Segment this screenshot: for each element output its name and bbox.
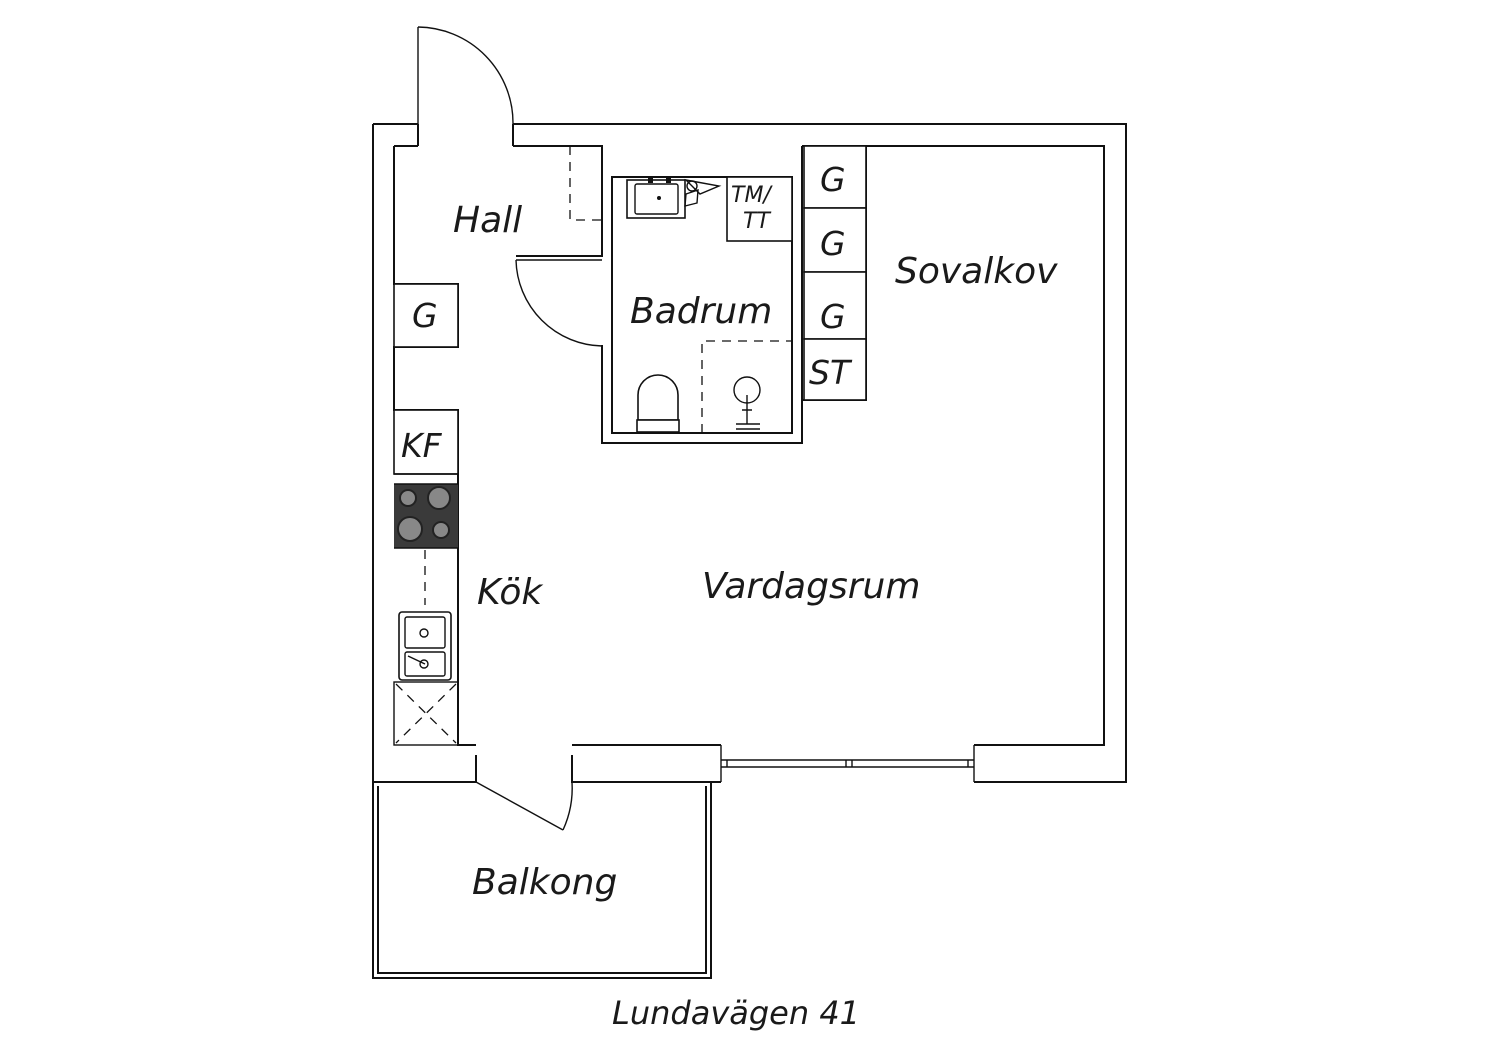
- kitchen-sink: [398, 611, 452, 681]
- wardrobes: [803, 145, 867, 401]
- balcony-door: [475, 781, 573, 831]
- bathroom: [515, 176, 793, 434]
- label-tm: TM/: [731, 183, 773, 208]
- label-wardrobe-3: G: [820, 297, 846, 336]
- label-hall-wardrobe: G: [412, 296, 438, 335]
- room-label-sovalkov: Sovalkov: [895, 251, 1058, 292]
- balcony: [372, 782, 712, 979]
- fridge-freezer: [393, 409, 459, 475]
- room-label-hall: Hall: [453, 200, 522, 241]
- entrance-door: [417, 26, 514, 125]
- window: [720, 745, 975, 782]
- hall-closet-outline: [569, 146, 602, 221]
- room-label-vardagsrum: Vardagsrum: [702, 566, 920, 607]
- hall-wardrobe: [393, 283, 459, 348]
- label-tt: TT: [743, 209, 771, 234]
- label-fridge-freezer: KF: [401, 426, 443, 465]
- label-storage: ST: [809, 353, 853, 392]
- room-label-badrum: Badrum: [630, 291, 772, 332]
- room-label-kok: Kök: [477, 572, 544, 613]
- shower-area: [701, 340, 792, 433]
- washer-dryer-box: [726, 176, 793, 242]
- address-caption: Lundavägen 41: [612, 994, 860, 1032]
- toilet: [636, 374, 680, 433]
- kitchen: [393, 409, 459, 746]
- label-wardrobe-1: G: [820, 160, 846, 199]
- label-wardrobe-2: G: [820, 224, 846, 263]
- room-label-balkong: Balkong: [472, 862, 617, 903]
